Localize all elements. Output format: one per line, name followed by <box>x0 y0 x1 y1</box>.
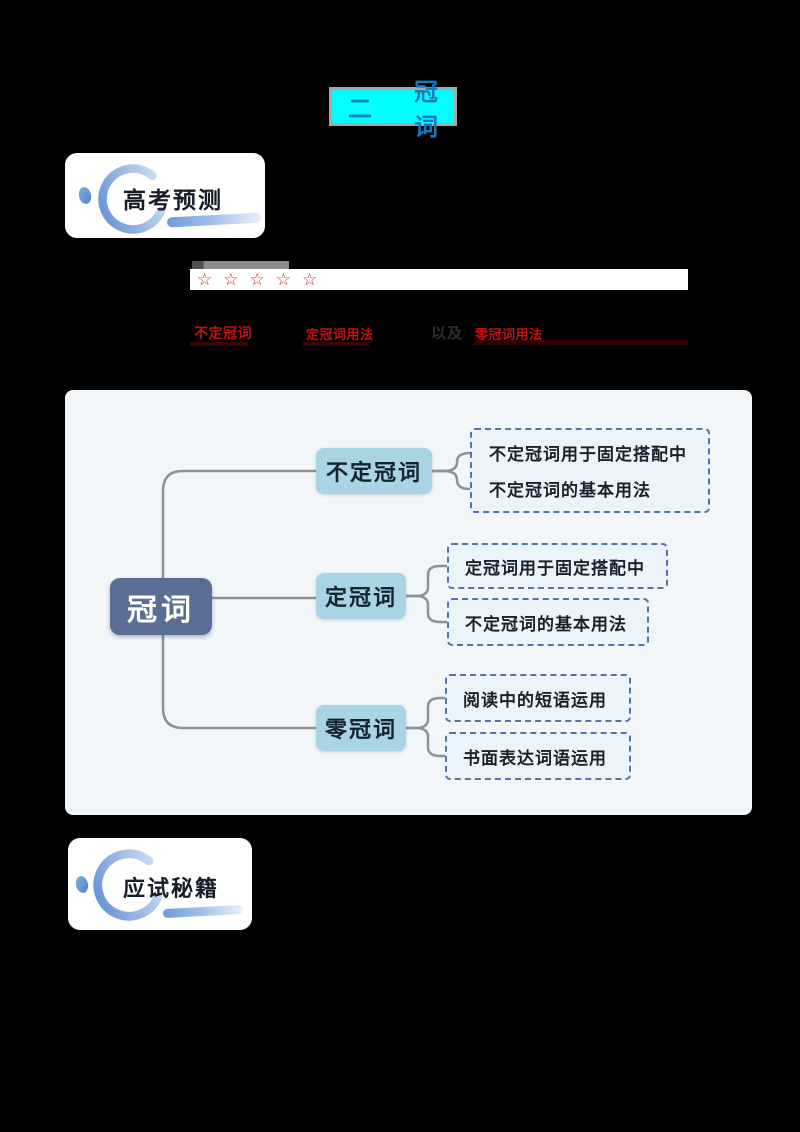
answer-underline <box>303 342 369 346</box>
connector-text: 以及 <box>431 325 464 342</box>
c-ring-logo-icon <box>93 849 165 921</box>
section-badge-exam-tips: 应试秘籍 <box>68 838 252 930</box>
chapter-number: 二 <box>348 96 372 123</box>
leaf-item: 定冠词用于固定搭配中 <box>465 558 645 578</box>
star-outline-icon: ☆ <box>223 270 250 289</box>
leaf-item: 书面表达词语运用 <box>463 748 607 768</box>
chapter-title: 冠词 <box>414 78 439 141</box>
underline-swoosh-icon <box>162 904 244 919</box>
section-badge-label: 应试秘籍 <box>123 876 220 901</box>
answer-underline <box>474 340 688 345</box>
leaf-box-definite-basic-usage: 不定冠词的基本用法 <box>447 598 649 646</box>
section-badge-gaokao-prediction: 高考预测 <box>65 153 265 238</box>
leaf-item: 不定冠词的基本用法 <box>489 480 651 500</box>
answer-underline <box>190 342 248 346</box>
star-rating: ☆☆☆☆☆ <box>197 269 328 290</box>
leaf-item: 不定冠词的基本用法 <box>465 614 627 634</box>
leaf-item: 阅读中的短语运用 <box>463 690 607 710</box>
star-outline-icon: ☆ <box>275 270 302 289</box>
branch-node-zero-article: 零冠词 <box>316 705 406 751</box>
chapter-banner: 二 冠词 <box>329 79 457 141</box>
branch-node-indefinite-article: 不定冠词 <box>316 448 432 494</box>
section-badge-label: 高考预测 <box>123 187 223 213</box>
branch-node-definite-article: 定冠词 <box>316 573 406 619</box>
mindmap-root-node: 冠词 <box>110 578 212 635</box>
dot-icon <box>74 874 90 895</box>
c-ring-logo-icon <box>98 164 168 234</box>
answer-blank-2: 定冠词用法 <box>306 327 374 342</box>
leaf-box-indefinite-article: 不定冠词用于固定搭配中 不定冠词的基本用法 <box>470 428 710 513</box>
leaf-box-zero-writing-phrases: 书面表达词语运用 <box>445 732 631 780</box>
importance-rating-strip: ☆☆☆☆☆ <box>190 269 688 290</box>
partial-gray-bar <box>192 261 289 269</box>
leaf-item: 不定冠词用于固定搭配中 <box>489 445 687 465</box>
star-outline-icon: ☆ <box>249 270 276 289</box>
leaf-box-definite-fixed-collocation: 定冠词用于固定搭配中 <box>447 543 668 589</box>
answer-blank-3: 零冠词用法 <box>475 327 543 342</box>
star-outline-icon: ☆ <box>302 270 329 289</box>
leaf-box-zero-reading-phrases: 阅读中的短语运用 <box>445 674 631 722</box>
answer-blank-1: 不定冠词 <box>194 325 252 341</box>
dot-icon <box>77 185 93 206</box>
star-outline-icon: ☆ <box>197 270 224 289</box>
